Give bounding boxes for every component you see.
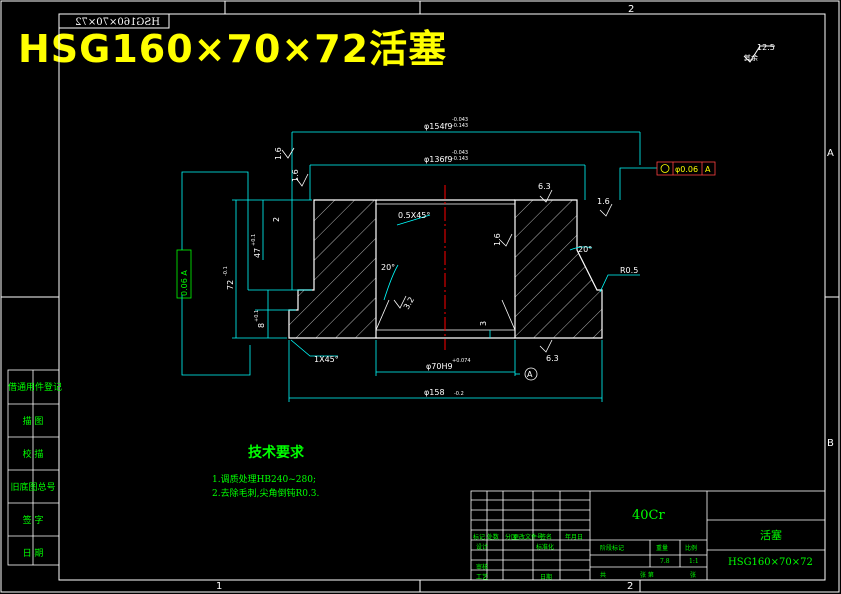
inner-border xyxy=(58,13,826,581)
dim-h2: 2 xyxy=(272,217,281,222)
sheet-end: 张 xyxy=(690,572,697,579)
tb-row-date2: 日期 xyxy=(540,574,553,581)
tech-requirement-2: 2.去除毛刺,尖角倒钝R0.3. xyxy=(212,489,320,499)
part-name: 活塞 xyxy=(760,529,782,542)
rough-63-a: 6.3 xyxy=(538,182,551,191)
rough-16-a: 1.6 xyxy=(274,147,283,160)
weight-value: 7.8 xyxy=(660,558,670,565)
parallel-tolerance: 0.06 A xyxy=(180,270,189,296)
tb-row-mark: 标记 处数 xyxy=(473,534,499,541)
side-label-date: 日 期 xyxy=(22,549,44,559)
dim-angle-20-a: 20° xyxy=(381,263,395,272)
rough-16-c: 1.6 xyxy=(597,197,610,206)
dim-d136-tol-lower: -0.143 xyxy=(452,156,468,162)
dim-d154: φ154f9 xyxy=(424,122,452,131)
zone-right-b: B xyxy=(827,438,834,449)
side-label-trace: 描 图 xyxy=(22,417,44,427)
tech-requirement-1: 1.调质处理HB240~280; xyxy=(212,475,316,485)
dim-h47-tol: +0.1 xyxy=(251,234,257,246)
dim-d136-tol-upper: -0.043 xyxy=(452,150,468,156)
dimension-lines xyxy=(181,131,657,402)
side-label-check: 校 描 xyxy=(22,450,44,460)
zone-right-a: A xyxy=(827,148,834,159)
zone-bottom-2: 2 xyxy=(627,581,633,592)
title-block xyxy=(470,490,826,581)
dim-d154-tol-upper: -0.043 xyxy=(452,117,468,123)
dim-d158: φ158 xyxy=(424,388,445,397)
dim-d70: φ70H9 xyxy=(426,362,453,371)
tb-row-signature: 签名 xyxy=(540,534,553,541)
rough-32: 3.2 xyxy=(402,295,416,311)
header-scale: 比例 xyxy=(685,545,698,552)
header-weight: 重量 xyxy=(656,545,669,552)
section-right xyxy=(514,199,603,339)
dim-h8: 8 xyxy=(257,323,266,328)
dim-radius: R0.5 xyxy=(620,266,638,275)
concentricity-frame xyxy=(656,161,716,176)
roughness-symbols xyxy=(281,147,613,353)
scale-value: 1:1 xyxy=(689,558,699,565)
concentricity-datum: A xyxy=(705,165,711,174)
general-roughness xyxy=(743,45,775,63)
sheet-of: 张 第 xyxy=(640,572,654,579)
tb-row-change: 更改文件号 xyxy=(513,534,544,541)
dim-d136: φ136f9 xyxy=(424,155,452,164)
mirrored-corner-text: HSG160×70×72 xyxy=(75,17,160,28)
dim-h72-tol: -0.1 xyxy=(223,266,229,276)
roughness-general: 12.5 xyxy=(757,43,775,52)
dim-h3: 3 xyxy=(479,321,488,326)
tb-row-date: 年月日 xyxy=(565,534,584,541)
zone-bottom-1: 1 xyxy=(216,581,222,592)
zone-top-2: 2 xyxy=(628,4,634,15)
tb-row-design: 设计 xyxy=(476,544,489,551)
section-left xyxy=(288,199,377,339)
tb-row-audit: 审核 xyxy=(476,564,489,571)
roughness-general-suffix: 其余 xyxy=(744,53,758,62)
datum-label: A xyxy=(527,370,533,379)
drawing-title: HSG160×70×72活塞 xyxy=(18,27,448,71)
dim-d154-tol-lower: -0.143 xyxy=(452,123,468,129)
side-table xyxy=(7,369,60,566)
concentricity-value: φ0.06 xyxy=(675,165,698,174)
tb-row-zone: 分区 xyxy=(505,534,518,541)
side-label-reg: 借通用件登记 xyxy=(8,383,63,393)
dim-d158-tol: -0.2 xyxy=(454,391,464,397)
dim-angle-20-b: 20° xyxy=(578,245,592,254)
dim-h72: 72 xyxy=(226,280,235,290)
dim-h47: 47 xyxy=(253,248,262,258)
datum-marker xyxy=(524,367,538,381)
dim-h8-tol: +0.1 xyxy=(254,310,260,322)
tb-row-process: 工艺 xyxy=(476,574,489,581)
material: 40Cr xyxy=(632,508,665,523)
dim-chamfer-inner: 0.5X45° xyxy=(398,211,430,220)
rough-63-b: 6.3 xyxy=(546,354,559,363)
sheet-total: 共 xyxy=(600,572,607,579)
header-stage: 阶段标记 xyxy=(600,545,625,552)
side-label-old-no: 旧底图总号 xyxy=(10,483,56,493)
tb-row-standard: 标准化 xyxy=(536,544,555,551)
dim-chamfer-outer: 1X45° xyxy=(314,355,339,364)
drawing-number: HSG160×70×72 xyxy=(728,557,813,568)
tech-requirements-heading: 技术要求 xyxy=(248,445,304,461)
dim-d70-tol: +0.074 xyxy=(452,358,471,364)
rough-16-b: 1.6 xyxy=(291,169,300,182)
side-label-sign: 签 字 xyxy=(22,516,44,526)
rough-16-d: 1.6 xyxy=(493,233,502,246)
